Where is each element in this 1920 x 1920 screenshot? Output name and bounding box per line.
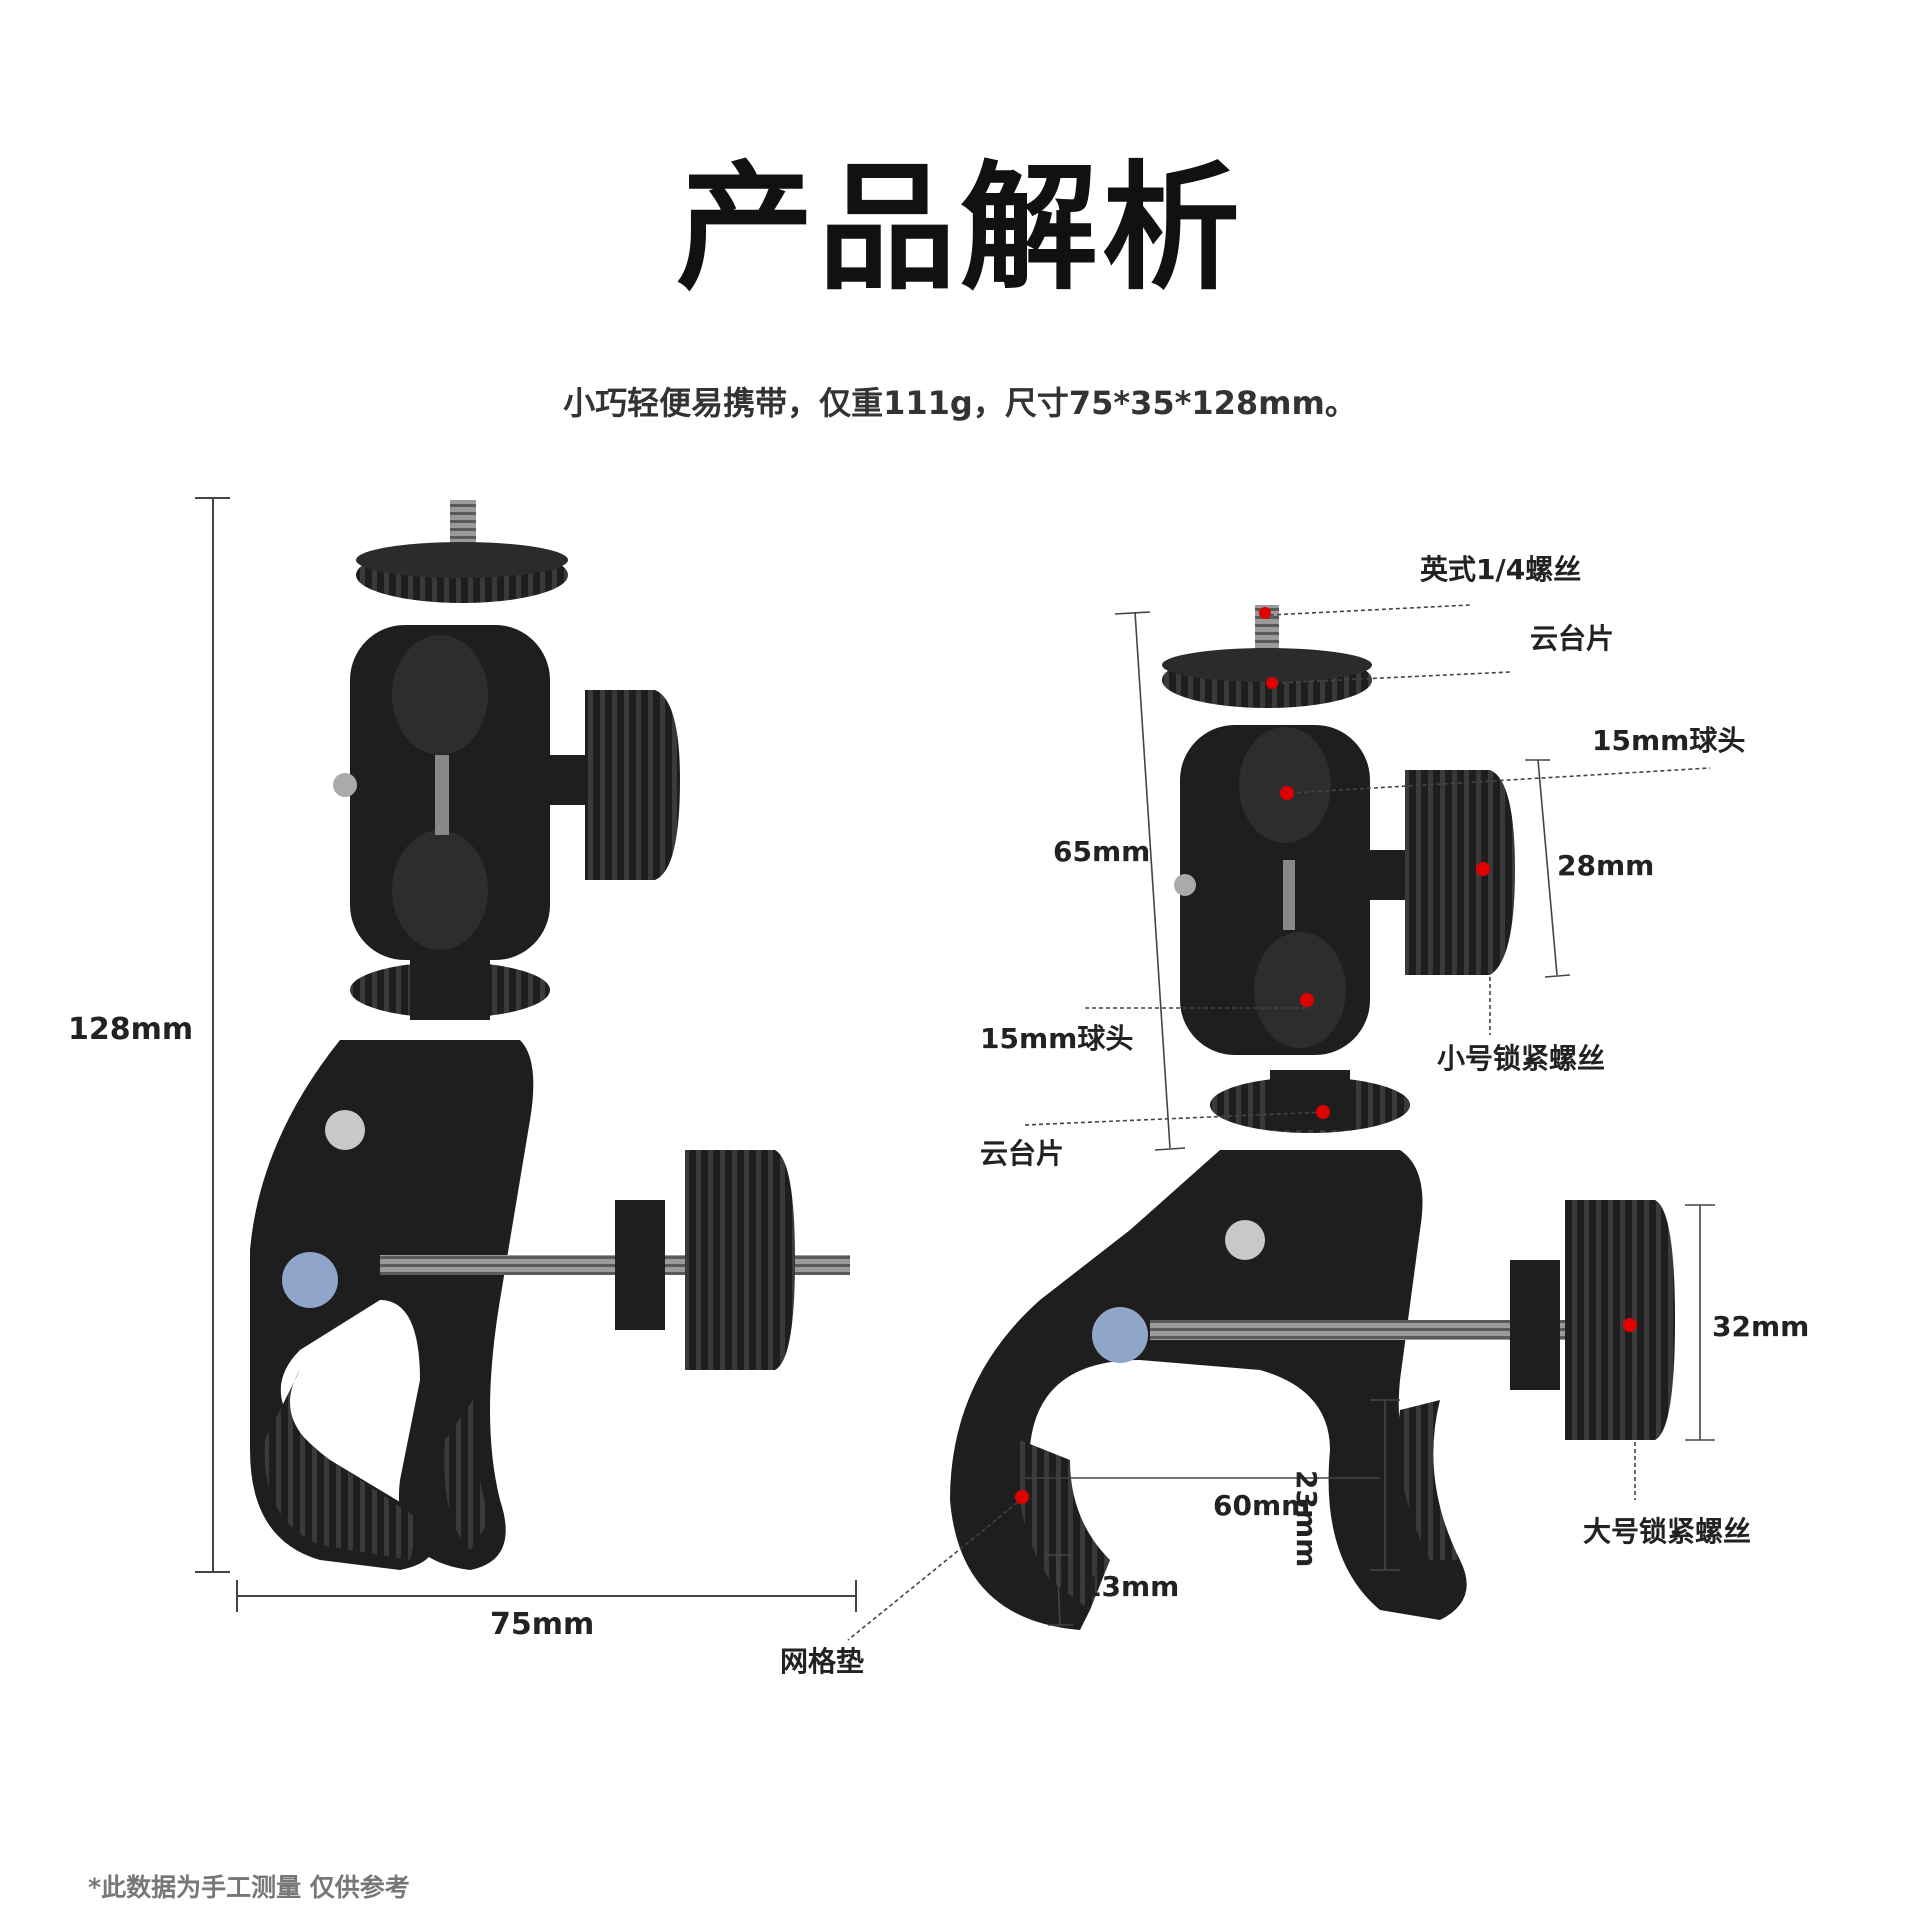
footnote: *此数据为手工测量 仅供参考 (88, 1873, 410, 1902)
red-markers (1015, 607, 1637, 1504)
bottom-plate-label: 云台片 (980, 1137, 1065, 1170)
pivot-pin (325, 1110, 365, 1150)
jaw-depth-label: 23mm (1290, 1470, 1323, 1568)
small-knob (585, 690, 680, 880)
page-subtitle: 小巧轻便易携带，仅重111g，尺寸75*35*128mm。 (563, 384, 1357, 422)
right-leader-lines (847, 604, 1715, 1641)
width-label: 75mm (490, 1607, 595, 1642)
pad-label: 网格垫 (780, 1645, 865, 1678)
thread-label: 英式1/4螺丝 (1420, 553, 1582, 586)
large-screw-label: 大号锁紧螺丝 (1583, 1515, 1752, 1548)
top-ball-label: 15mm球头 (1592, 724, 1746, 757)
jaw-thickness-label: 13mm (1082, 1570, 1180, 1603)
screw-head (282, 1252, 338, 1308)
jaw-width-label: 60mm (1213, 1489, 1311, 1522)
small-screw-label: 小号锁紧螺丝 (1437, 1042, 1606, 1075)
left-product (250, 500, 850, 1570)
thread-stud (450, 500, 476, 550)
knob-size-label: 28mm (1557, 849, 1655, 882)
top-plate-label: 云台片 (1530, 622, 1615, 655)
large-knob (685, 1150, 795, 1370)
head-height-label: 65mm (1053, 835, 1151, 868)
height-label: 128mm (68, 1012, 194, 1047)
bottom-ball-label: 15mm球头 (980, 1022, 1134, 1055)
left-dimensions (195, 497, 857, 1612)
page-title: 产品解析 (675, 148, 1244, 309)
large-knob-size-label: 32mm (1712, 1310, 1810, 1343)
